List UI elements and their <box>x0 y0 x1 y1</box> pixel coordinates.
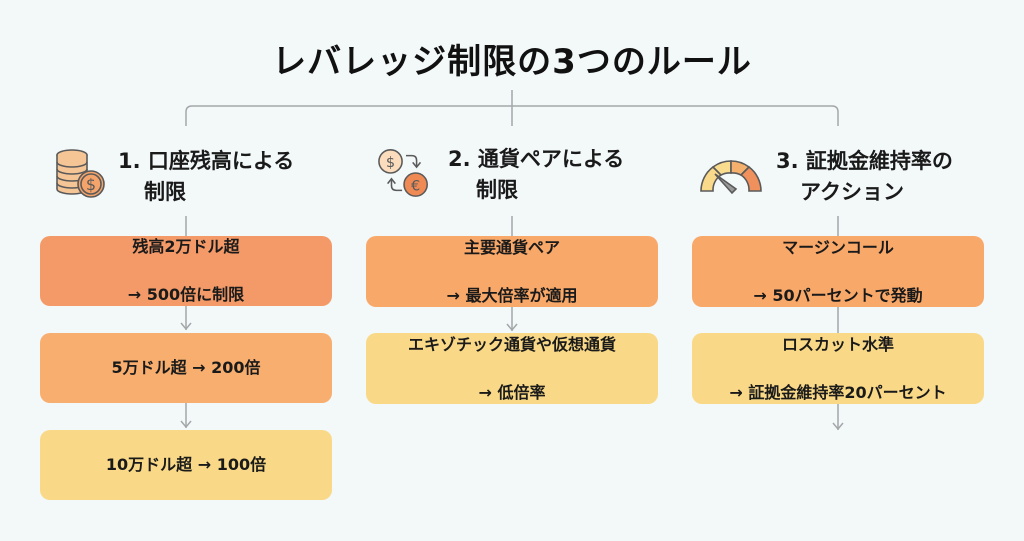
column-1-header: $ 1. 口座残高による 制限 <box>50 146 294 208</box>
box-text-line1: エキゾチック通貨や仮想通貨 <box>407 334 616 354</box>
box-text-line1: 5万ドル超 → 200倍 <box>111 358 261 377</box>
box-text-line2: → 500倍に制限 <box>127 285 245 304</box>
gauge-meter-icon <box>700 160 762 195</box>
rule-box-balance-100k: 10万ドル超 → 100倍 <box>40 430 332 500</box>
currency-exchange-icon: $ € <box>378 149 428 197</box>
svg-text:€: € <box>411 178 420 194</box>
box-text-line1: 残高2万ドル超 <box>132 237 240 256</box>
svg-text:$: $ <box>86 175 96 194</box>
box-text-line1: 10万ドル超 → 100倍 <box>105 455 267 474</box>
column-3-header: 3. 証拠金維持率の アクション <box>696 146 953 208</box>
box-text-line2: → 低倍率 <box>478 382 546 402</box>
rule-box-balance-50k: 5万ドル超 → 200倍 <box>40 333 332 403</box>
column-2-header: $ € 2. 通貨ペアによる 制限 <box>372 144 624 206</box>
column-1-heading-line1: 1. 口座残高による <box>118 149 295 173</box>
box-text-line2: → 証拠金維持率20パーセント <box>729 382 947 402</box>
box-text-line1: マージンコール <box>782 237 894 257</box>
column-3-heading-line2: アクション <box>800 180 904 204</box>
rule-box-loss-cut: ロスカット水準 → 証拠金維持率20パーセント <box>692 333 984 404</box>
diagram-title: レバレッジ制限の3つのルール <box>272 42 752 82</box>
svg-text:$: $ <box>386 155 395 171</box>
coin-stack-dollar-icon: $ <box>56 149 105 198</box>
column-1-heading-line2: 制限 <box>144 180 186 204</box>
box-text-line1: 主要通貨ペア <box>463 237 560 257</box>
rule-box-margin-call: マージンコール → 50パーセントで発動 <box>692 236 984 307</box>
column-2-heading-line1: 2. 通貨ペアによる <box>448 147 625 171</box>
rule-box-major-pairs: 主要通貨ペア → 最大倍率が適用 <box>366 236 658 307</box>
box-text-line2: → 50パーセントで発動 <box>753 285 923 305</box>
box-text-line1: ロスカット水準 <box>781 334 894 354</box>
rule-box-exotic-crypto: エキゾチック通貨や仮想通貨 → 低倍率 <box>366 333 658 404</box>
rule-box-balance-20k: 残高2万ドル超 → 500倍に制限 <box>40 236 332 306</box>
box-text-line2: → 最大倍率が適用 <box>446 285 578 305</box>
column-3-heading-line1: 3. 証拠金維持率の <box>776 149 953 173</box>
column-2-heading-line2: 制限 <box>476 178 518 202</box>
